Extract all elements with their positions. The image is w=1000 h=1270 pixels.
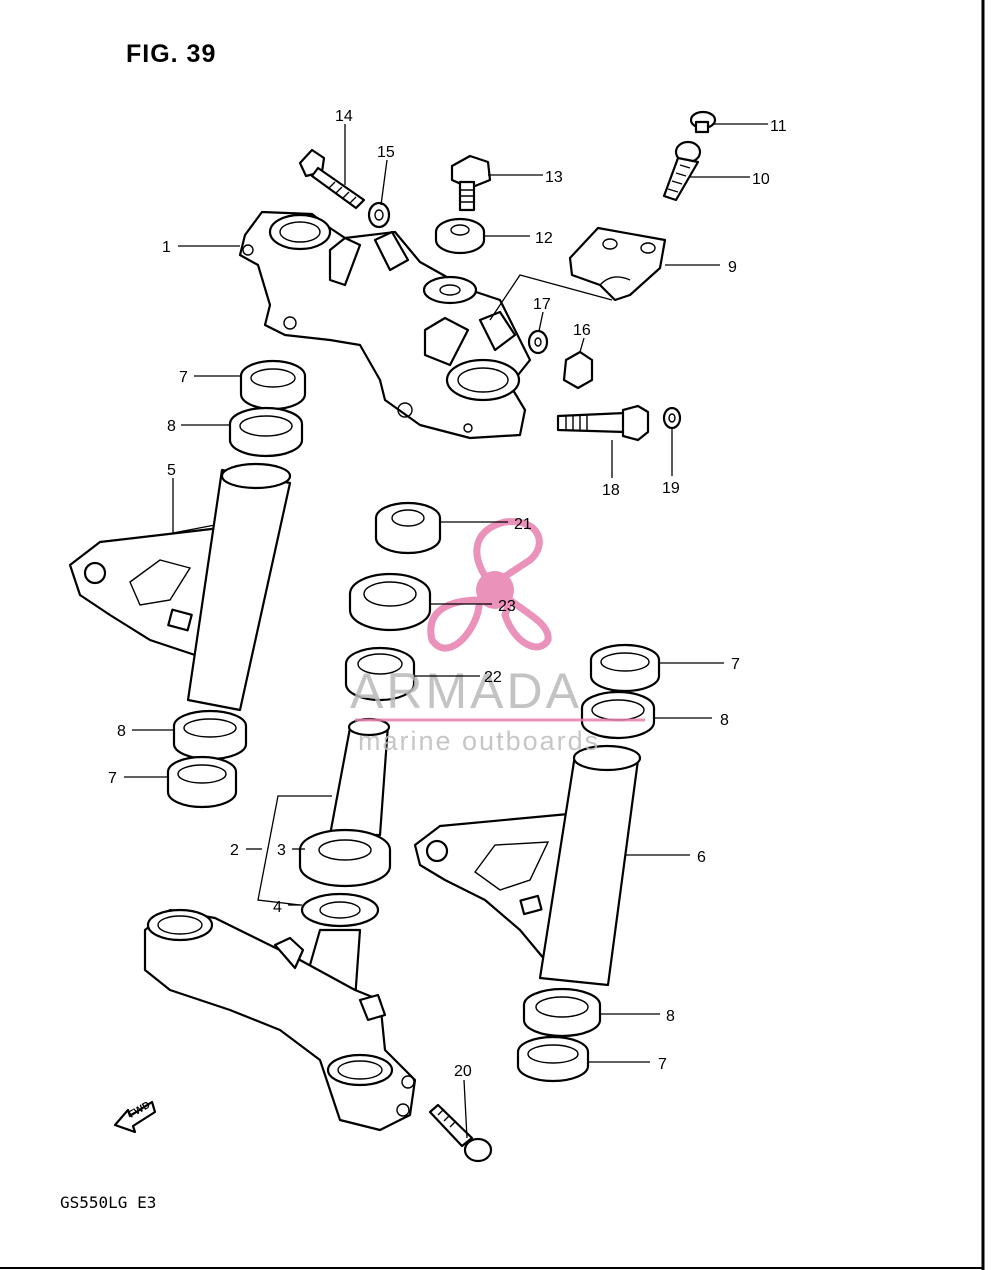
callout-15: 15: [377, 144, 395, 161]
callout-7a: 7: [179, 369, 188, 386]
callout-20: 20: [454, 1063, 472, 1080]
bolt-13: [450, 154, 492, 212]
callout-labels: 1 2 3 4 5 6 7 7 7 7 8 8 8 8 9 10 11 12 1…: [108, 108, 787, 1080]
callout-9: 9: [728, 259, 737, 276]
callout-7c: 7: [731, 656, 740, 673]
bolt-20: [428, 1103, 493, 1163]
callout-8b: 8: [117, 723, 126, 740]
bearing-8-upper-right: [580, 690, 656, 740]
lower-bracket: [143, 908, 417, 1132]
callout-8c: 8: [720, 712, 729, 729]
callout-2: 2: [230, 842, 239, 859]
fork-tube-6: [413, 744, 642, 987]
seal-7-lower-left: [166, 755, 238, 809]
bolt-18: [556, 404, 650, 442]
callout-14: 14: [335, 108, 353, 125]
model-code: GS550LG E3: [60, 1193, 157, 1212]
callout-18: 18: [602, 482, 620, 499]
seal-7-lower-right: [516, 1035, 590, 1083]
callout-8d: 8: [666, 1008, 675, 1025]
dust-seal-23: [348, 572, 432, 632]
propeller-logo-icon: [427, 518, 552, 652]
callout-5: 5: [167, 462, 176, 479]
callout-22: 22: [484, 669, 502, 686]
leader-lines: [124, 123, 768, 1139]
callout-4: 4: [273, 899, 282, 916]
callout-19: 19: [662, 480, 680, 497]
washer-19: [662, 406, 682, 430]
watermark-tagline: marine outboards: [358, 726, 600, 756]
callout-11: 11: [770, 118, 787, 135]
callout-17: 17: [533, 296, 551, 313]
callout-6: 6: [697, 849, 706, 866]
callout-21: 21: [514, 516, 532, 533]
bearing-22: [344, 646, 416, 702]
handlebar-clamp-9: [568, 226, 667, 302]
callout-13: 13: [545, 169, 563, 186]
upper-bracket: [238, 210, 532, 440]
fork-tube-5: [68, 462, 292, 712]
washer-4: [300, 892, 380, 928]
forward-arrow-icon: FWD: [113, 1100, 157, 1134]
callout-7d: 7: [658, 1056, 667, 1073]
callout-7b: 7: [108, 770, 117, 787]
steering-stem-2: [298, 717, 391, 1002]
callout-1: 1: [162, 239, 171, 256]
callout-23: 23: [498, 598, 516, 615]
callout-12: 12: [535, 230, 553, 247]
callout-10: 10: [752, 171, 770, 188]
watermark-brand: ARMADA: [350, 663, 582, 719]
bearing-8-lower-left: [172, 709, 248, 761]
seal-7-upper-left: [239, 359, 307, 411]
steering-nut-21: [374, 501, 442, 555]
watermark: ARMADA marine outboards: [350, 518, 645, 756]
cap-11: [689, 110, 717, 134]
washer-12: [434, 217, 486, 255]
bolt-14: [298, 148, 366, 210]
washer-15: [367, 201, 391, 229]
washer-17: [527, 329, 549, 355]
bolt-10: [662, 140, 702, 202]
bearing-8-lower-right: [522, 987, 602, 1038]
bearing-8-upper-left: [228, 406, 304, 458]
figure-title: FIG. 39: [126, 40, 217, 68]
callout-8a: 8: [167, 418, 176, 435]
nut-16: [562, 350, 594, 390]
seal-7-upper-right: [589, 643, 661, 693]
seal-3: [298, 828, 392, 888]
callout-3: 3: [277, 842, 286, 859]
callout-16: 16: [573, 322, 591, 339]
